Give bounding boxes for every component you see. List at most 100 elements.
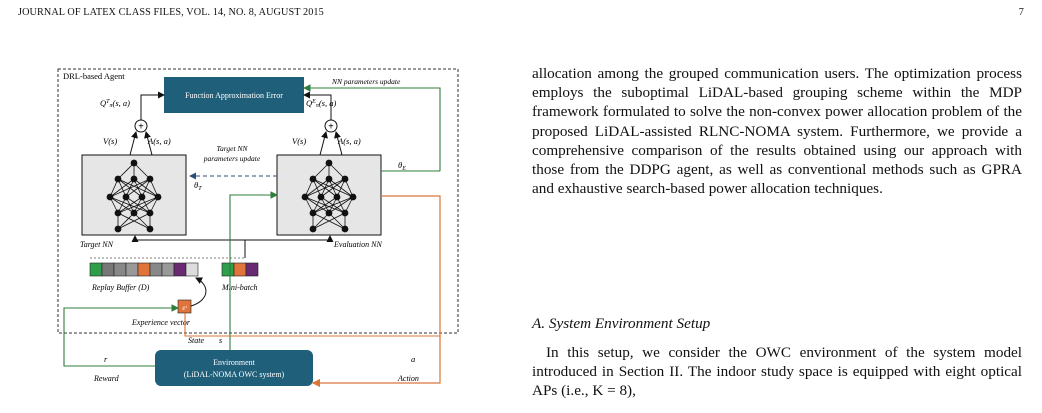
eval-nn-graph (301, 159, 357, 233)
nn-edge (312, 162, 330, 180)
experience-vector-label: Experience vector (131, 318, 191, 327)
evaluation-nn-label: Evaluation NN (333, 240, 382, 249)
nn-node (317, 193, 325, 201)
fae-label: Function Approximation Error (185, 91, 283, 100)
target-nn-label: Target NN (80, 240, 114, 249)
nn-node (146, 175, 154, 183)
agent-label: DRL-based Agent (63, 71, 125, 81)
a-left-line (144, 131, 153, 156)
nn-edge (133, 162, 151, 180)
nn-edge (328, 162, 346, 180)
nn-edge (312, 212, 346, 230)
nn-edge (328, 212, 346, 230)
nn-node (154, 193, 162, 201)
right-to-fae (303, 91, 332, 120)
nn-node (341, 225, 349, 233)
left-to-fae (140, 91, 165, 120)
nn-node (138, 193, 146, 201)
r-label: r (104, 354, 108, 364)
nn-edge (304, 178, 330, 198)
nn-node (114, 209, 122, 217)
replay-buffer-label: Replay Buffer (D) (91, 283, 150, 292)
nn-edge (312, 196, 354, 214)
theta-e: θE (398, 160, 406, 172)
mini-batch-label: Mini-batch (221, 283, 258, 292)
nn-edge (125, 178, 151, 198)
nn-edge (328, 196, 354, 214)
nn-node (130, 175, 138, 183)
para1-text: allocation among the grouped communicati… (532, 65, 1022, 198)
nn-node (106, 193, 114, 201)
nn-node (130, 159, 138, 167)
nn-edge (133, 212, 151, 230)
nn-edge (312, 196, 338, 214)
nn-node (333, 193, 341, 201)
nn-node (341, 175, 349, 183)
nn-edge (320, 178, 346, 198)
environment-box (155, 350, 313, 386)
nn-edge (117, 196, 159, 214)
v-right: V(s) (292, 136, 306, 146)
nn-node (146, 209, 154, 217)
s-label: s (219, 336, 222, 345)
v-right-line (319, 131, 328, 156)
sample-line (131, 235, 246, 258)
q-target-label: QTπ(s, a) (100, 98, 130, 109)
a-left: A(s, a) (147, 136, 171, 146)
body-paragraph-2: In this setup, we consider the OWC envir… (532, 344, 1022, 400)
nn-edge (117, 196, 143, 214)
nn-node (325, 209, 333, 217)
target-update-label-2: parameters update (203, 154, 261, 163)
nn-node (309, 225, 317, 233)
nn-edge (109, 178, 151, 198)
nn-edge (109, 178, 135, 198)
nn-edge (117, 212, 151, 230)
state-line (229, 191, 279, 350)
env-line1: Environment (213, 358, 256, 367)
reward-line (63, 304, 180, 367)
reward-label: Reward (93, 374, 120, 383)
drl-agent-figure: DRL-based Agent Function Approximation E… (57, 68, 459, 388)
nn-node (114, 225, 122, 233)
nn-edge (133, 196, 159, 214)
body-paragraph-1: allocation among the grouped communicati… (532, 64, 1022, 198)
plus-icon: + (138, 122, 144, 133)
nn-node (122, 193, 130, 201)
plus-icon: + (328, 122, 334, 133)
exp-curve (190, 277, 207, 307)
nn-node (309, 175, 317, 183)
nn-update-line (302, 84, 441, 171)
nn-node (301, 193, 309, 201)
a-right: A(s, a) (337, 136, 361, 146)
action-line (311, 195, 441, 388)
a-right-line (334, 131, 343, 156)
exp-action-line (184, 313, 441, 340)
running-header: JOURNAL OF LATEX CLASS FILES, VOL. 14, N… (18, 7, 1024, 21)
section-heading: A. System Environment Setup (532, 315, 711, 332)
state-label: State (188, 336, 204, 345)
target-nn-graph (106, 159, 162, 233)
nn-node (146, 225, 154, 233)
target-update-label-1: Target NN (217, 144, 249, 153)
theta-t: θT (194, 180, 202, 192)
page-number: 7 (1018, 7, 1024, 18)
agent-boundary (57, 68, 459, 334)
nn-node (309, 209, 317, 217)
nn-update-label: NN parameters update (331, 77, 401, 86)
nn-node (325, 159, 333, 167)
journal-header: JOURNAL OF LATEX CLASS FILES, VOL. 14, N… (18, 7, 324, 18)
q-eval-label: QEπ(s, a) (306, 98, 336, 109)
nn-node (130, 209, 138, 217)
et-symbol: eᵗ (182, 304, 187, 312)
nn-node (349, 193, 357, 201)
action-label: Action (397, 374, 419, 383)
nn-edge (312, 212, 330, 230)
mini-batch (221, 262, 259, 277)
function-approximation-box (164, 77, 304, 113)
nn-node (341, 209, 349, 217)
nn-edge (304, 178, 346, 198)
replay-buffer (89, 262, 199, 277)
nn-edge (117, 212, 135, 230)
nn-edge (117, 162, 135, 180)
sample-line-eval (245, 235, 334, 242)
